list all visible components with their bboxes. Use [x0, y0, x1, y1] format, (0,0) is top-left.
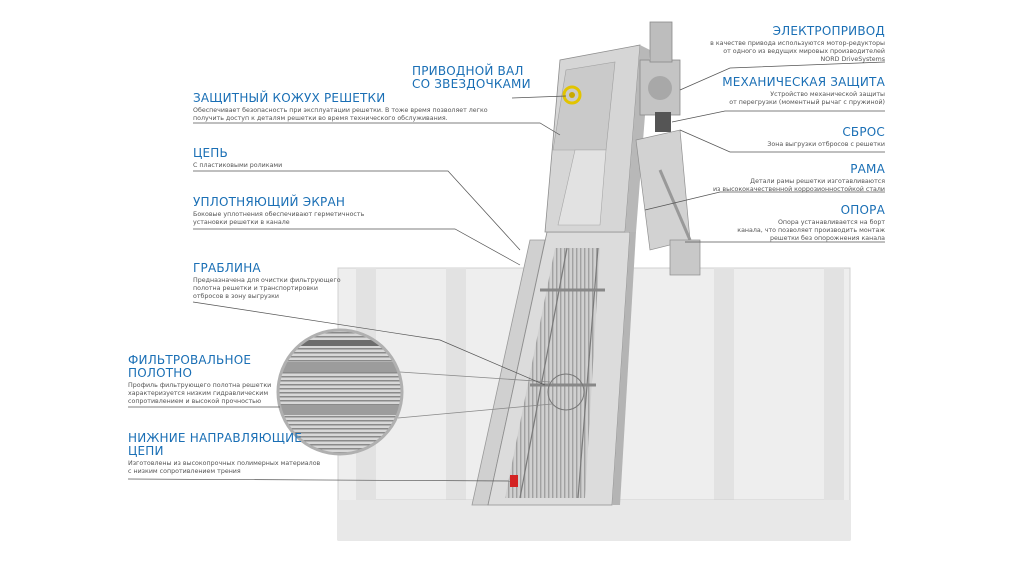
leader-frame: [644, 191, 885, 211]
leader-screen-cover: [193, 122, 561, 136]
callout-support: ОПОРА Опора устанавливается на борт кана…: [737, 204, 885, 243]
callout-drive: ЭЛЕКТРОПРИВОД в качестве привода использ…: [710, 25, 885, 64]
callout-title: ОПОРА: [840, 203, 885, 217]
callout-screen-cover: ЗАЩИТНЫЙ КОЖУХ РЕШЕТКИ Обеспечивает безо…: [193, 92, 488, 123]
callout-desc: Детали рамы решетки изготавливаются из в…: [712, 178, 885, 193]
zoom-detail: [276, 328, 585, 456]
callout-rake: ГРАБЛИНА Предназначена для очистки фильт…: [193, 262, 341, 301]
callout-desc: Боковые уплотнения обеспечивают герметич…: [193, 211, 365, 226]
callout-desc: Зона выгрузки отбросов с решетки: [767, 141, 885, 148]
callout-title: РАМА: [850, 162, 885, 176]
callout-mech-protection: МЕХАНИЧЕСКАЯ ЗАЩИТА Устройство механичес…: [722, 76, 885, 107]
callout-desc: Опора устанавливается на борт канала, чт…: [737, 219, 885, 242]
callout-title: ЦЕПЬ: [193, 146, 228, 160]
callout-chain: ЦЕПЬ С пластиковыми роликами: [193, 147, 282, 170]
leader-discharge: [679, 129, 885, 153]
leader-chain: [193, 170, 521, 251]
callout-title: ФИЛЬТРОВАЛЬНОЕ ПОЛОТНО: [128, 353, 252, 380]
callout-filter-mesh: ФИЛЬТРОВАЛЬНОЕ ПОЛОТНО Профиль фильтрующ…: [128, 354, 271, 406]
callout-title: МЕХАНИЧЕСКАЯ ЗАЩИТА: [722, 75, 885, 89]
callout-desc: Обеспечивает безопасность при эксплуатац…: [193, 107, 488, 122]
leader-drive-shaft: [511, 95, 567, 99]
callout-desc: Предназначена для очистки фильтрующего п…: [193, 277, 341, 300]
callout-seal-screen: УПЛОТНЯЮЩИЙ ЭКРАН Боковые уплотнения обе…: [193, 196, 364, 227]
screen-body: [471, 21, 701, 506]
callout-discharge: СБРОС Зона выгрузки отбросов с решетки: [767, 126, 885, 149]
callout-desc: С пластиковыми роликами: [193, 162, 283, 169]
leader-lines: [127, 61, 886, 482]
callout-title: ЭЛЕКТРОПРИВОД: [772, 24, 885, 38]
callout-title: ЗАЩИТНЫЙ КОЖУХ РЕШЕТКИ: [193, 91, 386, 105]
leader-mech-protection: [671, 110, 885, 123]
leader-lower-guides: [127, 478, 511, 482]
callout-desc: Устройство механической защиты от перегр…: [729, 91, 885, 106]
callout-drive-shaft: ПРИВОДНОЙ ВАЛ СО ЗВЕЗДОЧКАМИ: [412, 65, 531, 91]
callout-desc: Профиль фильтрующего полотна решетки хар…: [128, 382, 272, 405]
callout-title: НИЖНИЕ НАПРАВЛЯЮЩИЕ ЦЕПИ: [128, 431, 303, 458]
callout-desc: Изготовлены из высокопрочных полимерных …: [128, 460, 321, 475]
callout-title: УПЛОТНЯЮЩИЙ ЭКРАН: [193, 195, 346, 209]
callout-title: СБРОС: [842, 125, 885, 139]
callout-title: ГРАБЛИНА: [193, 261, 261, 275]
callout-title: ПРИВОДНОЙ ВАЛ СО ЗВЕЗДОЧКАМИ: [412, 64, 531, 91]
callout-desc: в качестве привода используются мотор-ре…: [710, 40, 885, 63]
leader-drive: [679, 61, 886, 91]
callout-frame: РАМА Детали рамы решетки изготавливаются…: [713, 163, 885, 194]
leader-seal-screen: [193, 228, 521, 266]
leader-rake: [192, 301, 546, 386]
callout-lower-guides: НИЖНИЕ НАПРАВЛЯЮЩИЕ ЦЕПИ Изготовлены из …: [128, 432, 320, 476]
